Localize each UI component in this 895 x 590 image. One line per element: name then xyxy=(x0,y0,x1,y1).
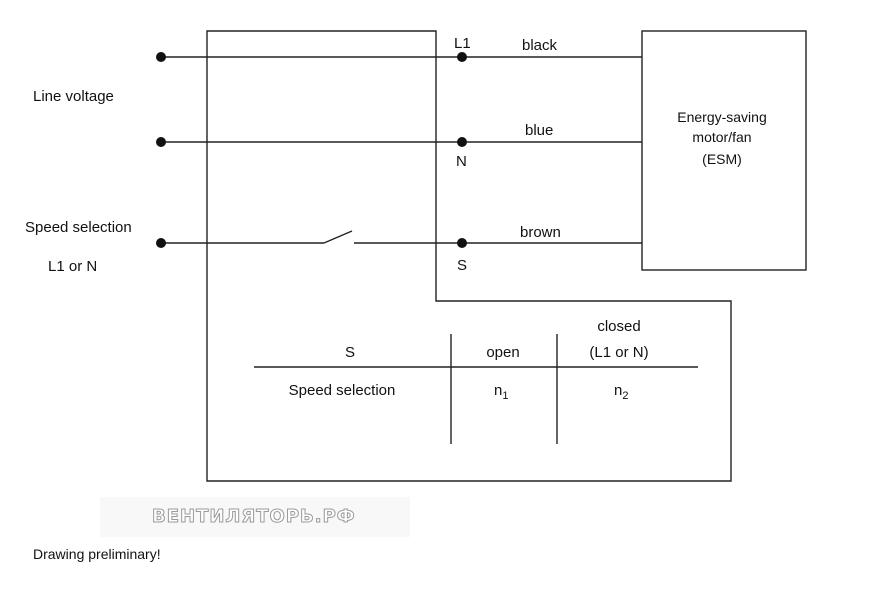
closed-value: n xyxy=(614,382,622,399)
closed-subscript: 2 xyxy=(622,390,628,402)
table-header-open: open xyxy=(486,344,519,361)
watermark-text: ВЕНТИЛЯТОРЬ.РФ xyxy=(152,506,356,528)
terminal-dot-l1 xyxy=(457,52,467,62)
label-terminal-s: S xyxy=(457,257,467,274)
motor-box xyxy=(641,30,807,271)
label-terminal-n: N xyxy=(456,153,467,170)
open-value: n xyxy=(494,382,502,399)
watermark-band xyxy=(100,497,410,537)
label-terminal-l1: L1 xyxy=(454,35,471,52)
input-dot-speed xyxy=(156,238,166,248)
terminal-dot-n xyxy=(457,137,467,147)
label-speed-selection: Speed selection xyxy=(25,219,132,236)
input-dot-l1 xyxy=(156,52,166,62)
table-cell-open: n1 xyxy=(494,382,508,402)
motor-label-line3: (ESM) xyxy=(702,151,742,167)
table-header-closed: closed xyxy=(597,318,640,335)
label-wire-black: black xyxy=(522,37,558,54)
input-dot-n xyxy=(156,137,166,147)
table-cell-closed: n2 xyxy=(614,382,628,402)
footer-note: Drawing preliminary! xyxy=(33,546,161,562)
terminal-dot-s xyxy=(457,238,467,248)
switch-blade xyxy=(323,230,353,244)
table-row-speed-selection: Speed selection xyxy=(289,382,396,399)
open-subscript: 1 xyxy=(502,390,508,402)
label-wire-blue: blue xyxy=(525,122,553,139)
label-line-voltage: Line voltage xyxy=(33,88,114,105)
table-header-closed-sub: (L1 or N) xyxy=(589,344,648,361)
table-header-s: S xyxy=(345,344,355,361)
label-speed-options: L1 or N xyxy=(48,258,97,275)
motor-label-line1: Energy-saving xyxy=(677,109,767,125)
label-wire-brown: brown xyxy=(520,224,561,241)
motor-label-line2: motor/fan xyxy=(692,129,751,145)
controller-enclosure xyxy=(206,30,732,482)
